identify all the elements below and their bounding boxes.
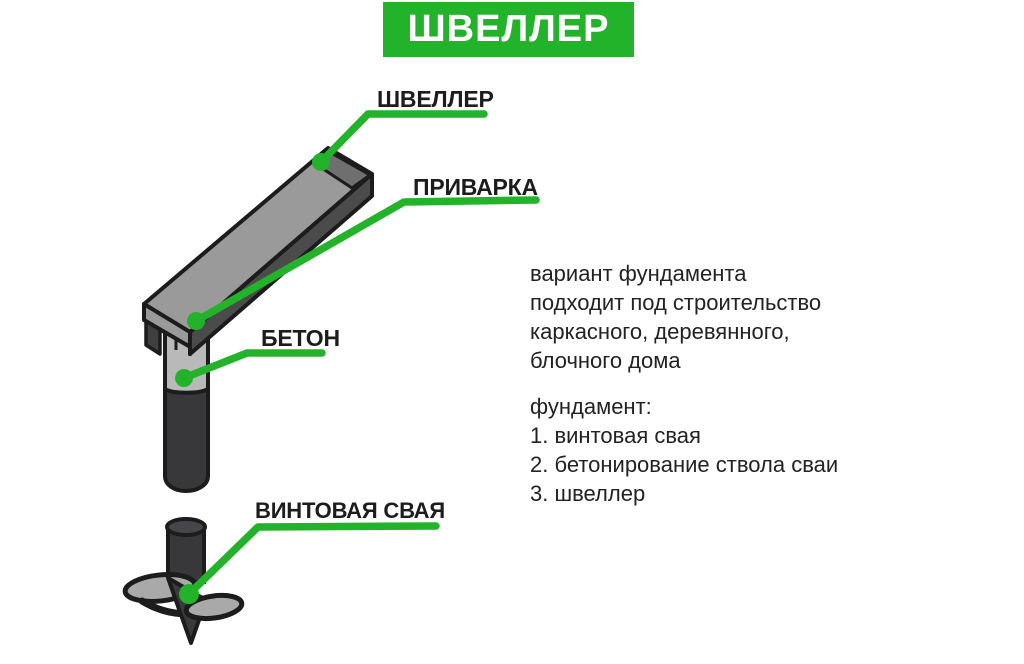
- paragraph-line: подходит под строительство: [530, 290, 822, 315]
- page-title: ШВЕЛЛЕР: [407, 8, 610, 50]
- paragraph-line: каркасного, деревянного,: [530, 319, 790, 344]
- helix-blade-right: [183, 592, 245, 622]
- concrete-label: БЕТОН: [261, 325, 340, 351]
- list-item: 2. бетонирование ствола сваи: [530, 452, 839, 477]
- weld-label: ПРИВАРКА: [413, 174, 538, 200]
- channel-beam: [142, 146, 374, 356]
- screw-tube-top: [165, 517, 207, 537]
- leader-concrete: [180, 349, 326, 382]
- list-item: 1. винтовая свая: [530, 423, 701, 448]
- callout-dots: [175, 153, 330, 604]
- screw-tip: [122, 517, 245, 645]
- pile-steel-tube: [163, 387, 210, 493]
- channel-label: ШВЕЛЛЕР: [377, 86, 494, 112]
- description-paragraph: вариант фундамента подходит под строител…: [530, 259, 821, 375]
- leader-screw-pile: [185, 522, 440, 598]
- screw-pile-label: ВИНТОВАЯ СВАЯ: [255, 498, 445, 523]
- foundation-list: фундамент: 1. винтовая свая 2. бетониров…: [530, 392, 838, 508]
- title-banner: ШВЕЛЛЕР: [383, 2, 634, 57]
- paragraph-line: вариант фундамента: [530, 261, 747, 286]
- list-item: 3. швеллер: [530, 481, 646, 506]
- callout-leaders: [180, 110, 540, 598]
- beam-top-face: [142, 146, 374, 334]
- leader-weld: [192, 196, 540, 325]
- dot-weld: [187, 312, 205, 330]
- dot-screw-pile: [179, 584, 199, 604]
- paragraph-line: блочного дома: [530, 348, 681, 373]
- leader-channel: [317, 110, 488, 166]
- dot-concrete: [175, 369, 193, 387]
- list-title: фундамент:: [530, 394, 652, 419]
- dot-channel: [312, 153, 330, 171]
